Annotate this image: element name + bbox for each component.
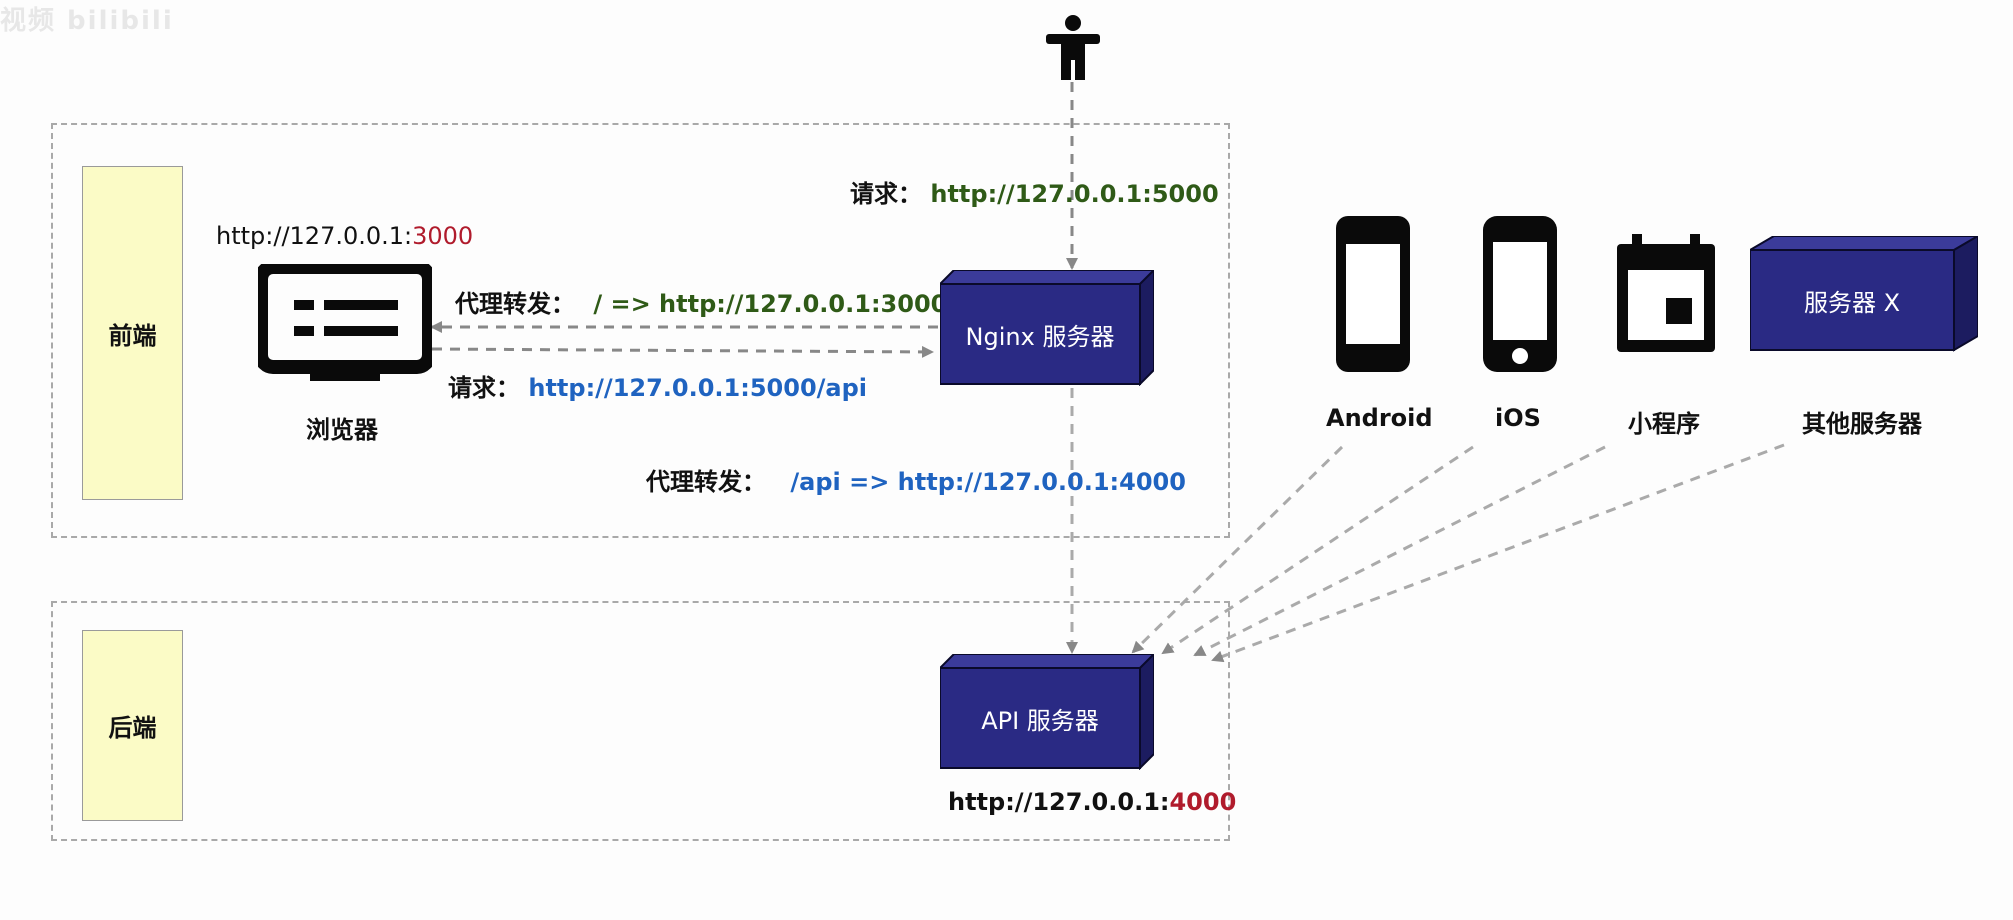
frontend-zone — [51, 123, 1230, 538]
browser-address-port: 3000 — [412, 222, 474, 250]
browser-label: 浏览器 — [306, 416, 378, 444]
api-server-address-port: 4000 — [1169, 788, 1237, 816]
backend-label: 后端 — [82, 630, 183, 821]
api-server-box — [940, 654, 1154, 770]
user-request-url: http://127.0.0.1:5000 — [930, 180, 1219, 208]
proxy-root-prefix: 代理转发： — [455, 290, 575, 318]
nginx-label: Nginx 服务器 — [965, 322, 1115, 351]
client-label-other-server: 其他服务器 — [1802, 410, 1922, 438]
browser-icon — [258, 264, 432, 381]
user-request-label: 请求： http://127.0.0.1:5000 — [850, 174, 1219, 209]
mini-program-to-api-arrow — [1193, 445, 1606, 657]
browser-request-url: http://127.0.0.1:5000/api — [528, 374, 868, 402]
browser-request-label: 请求： http://127.0.0.1:5000/api — [448, 368, 867, 403]
ios-to-api-arrow — [1161, 445, 1474, 655]
proxy-api-prefix: 代理转发： — [646, 468, 766, 496]
server-x-icon — [1750, 236, 1978, 352]
user-icon — [1046, 15, 1100, 80]
client-label-android: Android — [1326, 404, 1433, 432]
proxy-root-rule: / => http://127.0.0.1:3000 — [593, 290, 948, 318]
android-to-api-arrow — [1131, 445, 1344, 654]
watermark: 视频 bilibili — [0, 6, 174, 36]
browser-address: http://127.0.0.1:3000 — [216, 222, 473, 250]
proxy-root-label: 代理转发： / => http://127.0.0.1:3000 — [455, 284, 947, 319]
api-server-address-prefix: http://127.0.0.1: — [948, 788, 1170, 816]
other-server-to-api-arrow — [1211, 443, 1785, 663]
android-phone-icon — [1336, 216, 1410, 372]
client-label-mini-program: 小程序 — [1628, 410, 1700, 438]
api-server-address: http://127.0.0.1:4000 — [948, 788, 1236, 816]
server-x-label: 服务器 X — [1803, 288, 1901, 317]
nginx-server-box — [940, 270, 1154, 386]
user-request-prefix: 请求： — [850, 180, 922, 208]
frontend-label: 前端 — [82, 166, 183, 500]
backend-zone — [51, 601, 1230, 841]
browser-request-prefix: 请求： — [448, 374, 520, 402]
mini-program-icon — [1617, 234, 1715, 352]
browser-request-arrow — [431, 345, 934, 358]
browser-address-prefix: http://127.0.0.1: — [216, 222, 413, 250]
proxy-api-label: 代理转发： /api => http://127.0.0.1:4000 — [646, 462, 1186, 497]
client-label-ios: iOS — [1495, 404, 1541, 432]
iphone-icon — [1483, 216, 1557, 372]
proxy-api-rule: /api => http://127.0.0.1:4000 — [790, 468, 1186, 496]
api-server-label: API 服务器 — [981, 706, 1099, 735]
